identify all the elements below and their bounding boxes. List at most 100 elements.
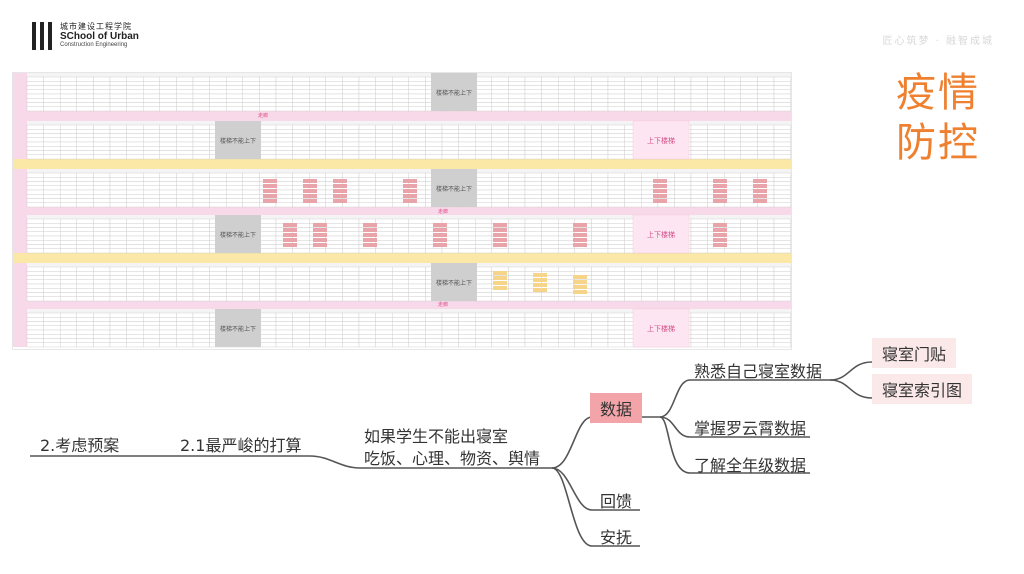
mindmap-node-data: 数据 — [590, 393, 643, 423]
sheet-red-cell — [433, 238, 447, 242]
sheet-band-yellow-2 — [13, 253, 791, 263]
sheet-header-3 — [27, 215, 791, 219]
connector-to-comfort — [551, 467, 593, 547]
sheet-red-cell — [713, 223, 727, 227]
sheet-red-cell — [333, 189, 347, 193]
sheet-yellow-cell — [493, 286, 507, 290]
sheet-red-cell — [313, 238, 327, 242]
sheet-red-cell — [313, 223, 327, 227]
sheet-red-cell — [333, 184, 347, 188]
sheet-red-cell — [403, 194, 417, 198]
sheet-red-cell — [263, 184, 277, 188]
sheet-stairs-closed-box — [215, 121, 261, 159]
sheet-row-label-2 — [13, 169, 27, 207]
logo-name-cn: 城市建设工程学院 — [60, 22, 132, 32]
sheet-red-cell — [283, 238, 297, 242]
sheet-stairs-open-label: 上下楼梯 — [647, 324, 675, 333]
connector-level1 — [172, 455, 361, 469]
sheet-red-cell — [713, 194, 727, 198]
sheet-yellow-cell — [533, 288, 547, 292]
sheet-red-cell — [403, 189, 417, 193]
mindmap-root: 2.考虑预案 — [40, 436, 120, 455]
sheet-red-cell — [753, 194, 767, 198]
sheet-red-cell — [713, 189, 727, 193]
sheet-red-cell — [653, 179, 667, 183]
dorm-spreadsheet-image: 楼梯不能上下楼梯不能上下上下楼梯楼梯不能上下楼梯不能上下上下楼梯楼梯不能上下楼梯… — [12, 72, 792, 350]
sheet-row-label-0 — [13, 73, 27, 111]
sheet-stairs-closed-label: 楼梯不能上下 — [436, 279, 472, 287]
sheet-red-cell — [713, 228, 727, 232]
sheet-red-cell — [713, 243, 727, 247]
sheet-row-label-4 — [13, 263, 27, 301]
sheet-stairs-closed-label: 楼梯不能上下 — [220, 231, 256, 239]
mindmap-node-grade-data: 了解全年级数据 — [694, 456, 807, 475]
connector-to-index — [829, 379, 873, 399]
sheet-red-cell — [363, 228, 377, 232]
sheet-row-label-5 — [13, 309, 27, 347]
sheet-header-0 — [27, 73, 791, 77]
sheet-red-cell — [303, 189, 317, 193]
sheet-red-cell — [263, 179, 277, 183]
sheet-stairs-closed-label: 楼梯不能上下 — [436, 185, 472, 193]
sheet-stairs-closed-box — [215, 215, 261, 253]
sheet-red-cell — [363, 243, 377, 247]
sheet-red-cell — [433, 233, 447, 237]
sheet-red-cell — [263, 194, 277, 198]
sheet-red-cell — [363, 233, 377, 237]
sheet-stairs-open-box — [632, 214, 690, 254]
sheet-red-cell — [303, 199, 317, 203]
sheet-band-pink-1 — [13, 111, 791, 121]
sheet-red-cell — [713, 179, 727, 183]
sheet-red-cell — [333, 194, 347, 198]
sheet-red-cell — [433, 228, 447, 232]
mindmap-node-index-map: 寝室索引图 — [872, 374, 973, 404]
sheet-corridor-label-1: 走廊 — [438, 208, 448, 215]
sheet-band-pink-2 — [13, 205, 791, 215]
sheet-red-cell — [433, 243, 447, 247]
sheet-red-cell — [363, 238, 377, 242]
sheet-corridor-label-2: 走廊 — [438, 301, 448, 308]
sheet-red-cell — [493, 233, 507, 237]
sheet-stairs-open-box — [632, 120, 690, 160]
sheet-red-cell — [713, 233, 727, 237]
title-line-1: 疫情 — [896, 70, 980, 116]
connector-to-door — [829, 361, 873, 381]
spreadsheet-grid: 楼梯不能上下楼梯不能上下上下楼梯楼梯不能上下楼梯不能上下上下楼梯楼梯不能上下楼梯… — [13, 73, 791, 349]
logo-name-en-sub: Construction Engineering — [60, 42, 128, 49]
mindmap-node-door-sticker: 寝室门贴 — [872, 338, 957, 368]
sheet-stairs-open-label: 上下楼梯 — [647, 136, 675, 145]
mindmap-node-own-data: 熟悉自己寝室数据 — [694, 362, 823, 381]
sheet-red-cell — [493, 223, 507, 227]
sheet-red-cell — [363, 223, 377, 227]
connector-to-feedback — [551, 467, 593, 511]
sheet-red-cell — [753, 179, 767, 183]
sheet-yellow-cell — [493, 281, 507, 285]
logo-mark-icon — [30, 20, 54, 52]
sheet-stairs-closed-box — [215, 309, 261, 347]
mindmap-level1: 2.1最严峻的打算 — [180, 436, 302, 455]
school-logo: 城市建设工程学院 SChool of Urban Construction En… — [30, 20, 139, 52]
sheet-red-cell — [313, 228, 327, 232]
sheet-red-cell — [653, 189, 667, 193]
sheet-yellow-cell — [573, 280, 587, 284]
sheet-stairs-open-label: 上下楼梯 — [647, 230, 675, 239]
connector-to-luo — [659, 416, 810, 438]
sheet-yellow-cell — [573, 275, 587, 279]
sheet-yellow-cell — [493, 276, 507, 280]
sheet-red-cell — [283, 223, 297, 227]
sheet-red-cell — [333, 199, 347, 203]
sheet-red-cell — [303, 184, 317, 188]
sheet-row-label-3 — [13, 215, 27, 253]
mindmap-level2-line1: 如果学生不能出寝室 — [364, 427, 509, 446]
sheet-red-cell — [713, 199, 727, 203]
sheet-stairs-closed-box — [431, 263, 477, 301]
sheet-red-cell — [403, 179, 417, 183]
sheet-red-cell — [303, 194, 317, 198]
sheet-red-cell — [493, 238, 507, 242]
page-title: 疫情 防控 — [896, 68, 996, 168]
sheet-red-cell — [573, 238, 587, 242]
sheet-band-yellow-1 — [13, 159, 791, 169]
sheet-header-2 — [27, 169, 791, 173]
sheet-red-cell — [753, 199, 767, 203]
